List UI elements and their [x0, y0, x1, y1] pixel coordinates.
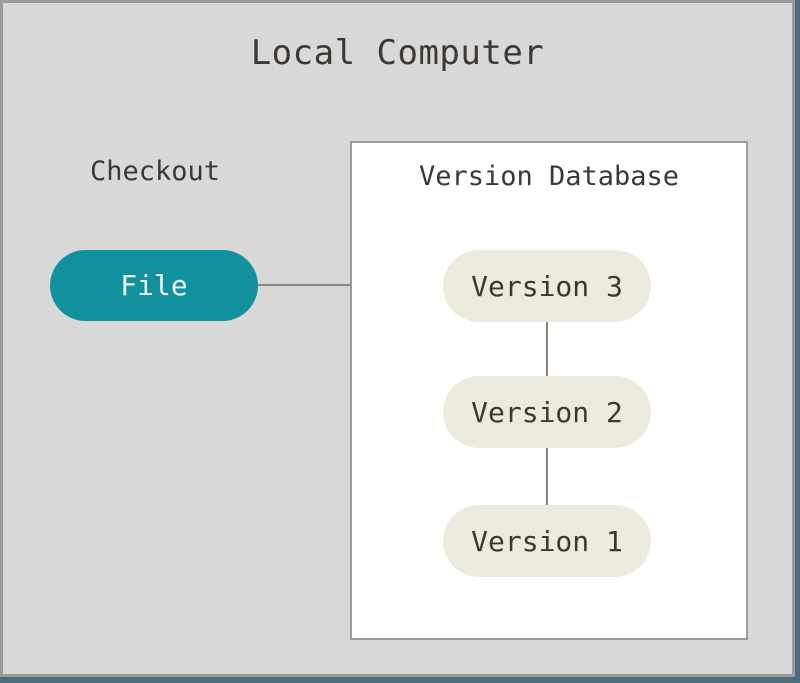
file-node: File: [50, 250, 258, 321]
version-database-title: Version Database: [418, 161, 680, 192]
version-node-3: Version 3: [443, 250, 651, 322]
checkout-label: Checkout: [89, 156, 221, 187]
connector-version3-to-version2: [546, 322, 548, 376]
version-node-2: Version 2: [443, 376, 651, 448]
connector-version2-to-version1: [546, 448, 548, 505]
version-node-1: Version 1: [443, 505, 651, 577]
diagram-title: Local Computer: [250, 33, 545, 73]
